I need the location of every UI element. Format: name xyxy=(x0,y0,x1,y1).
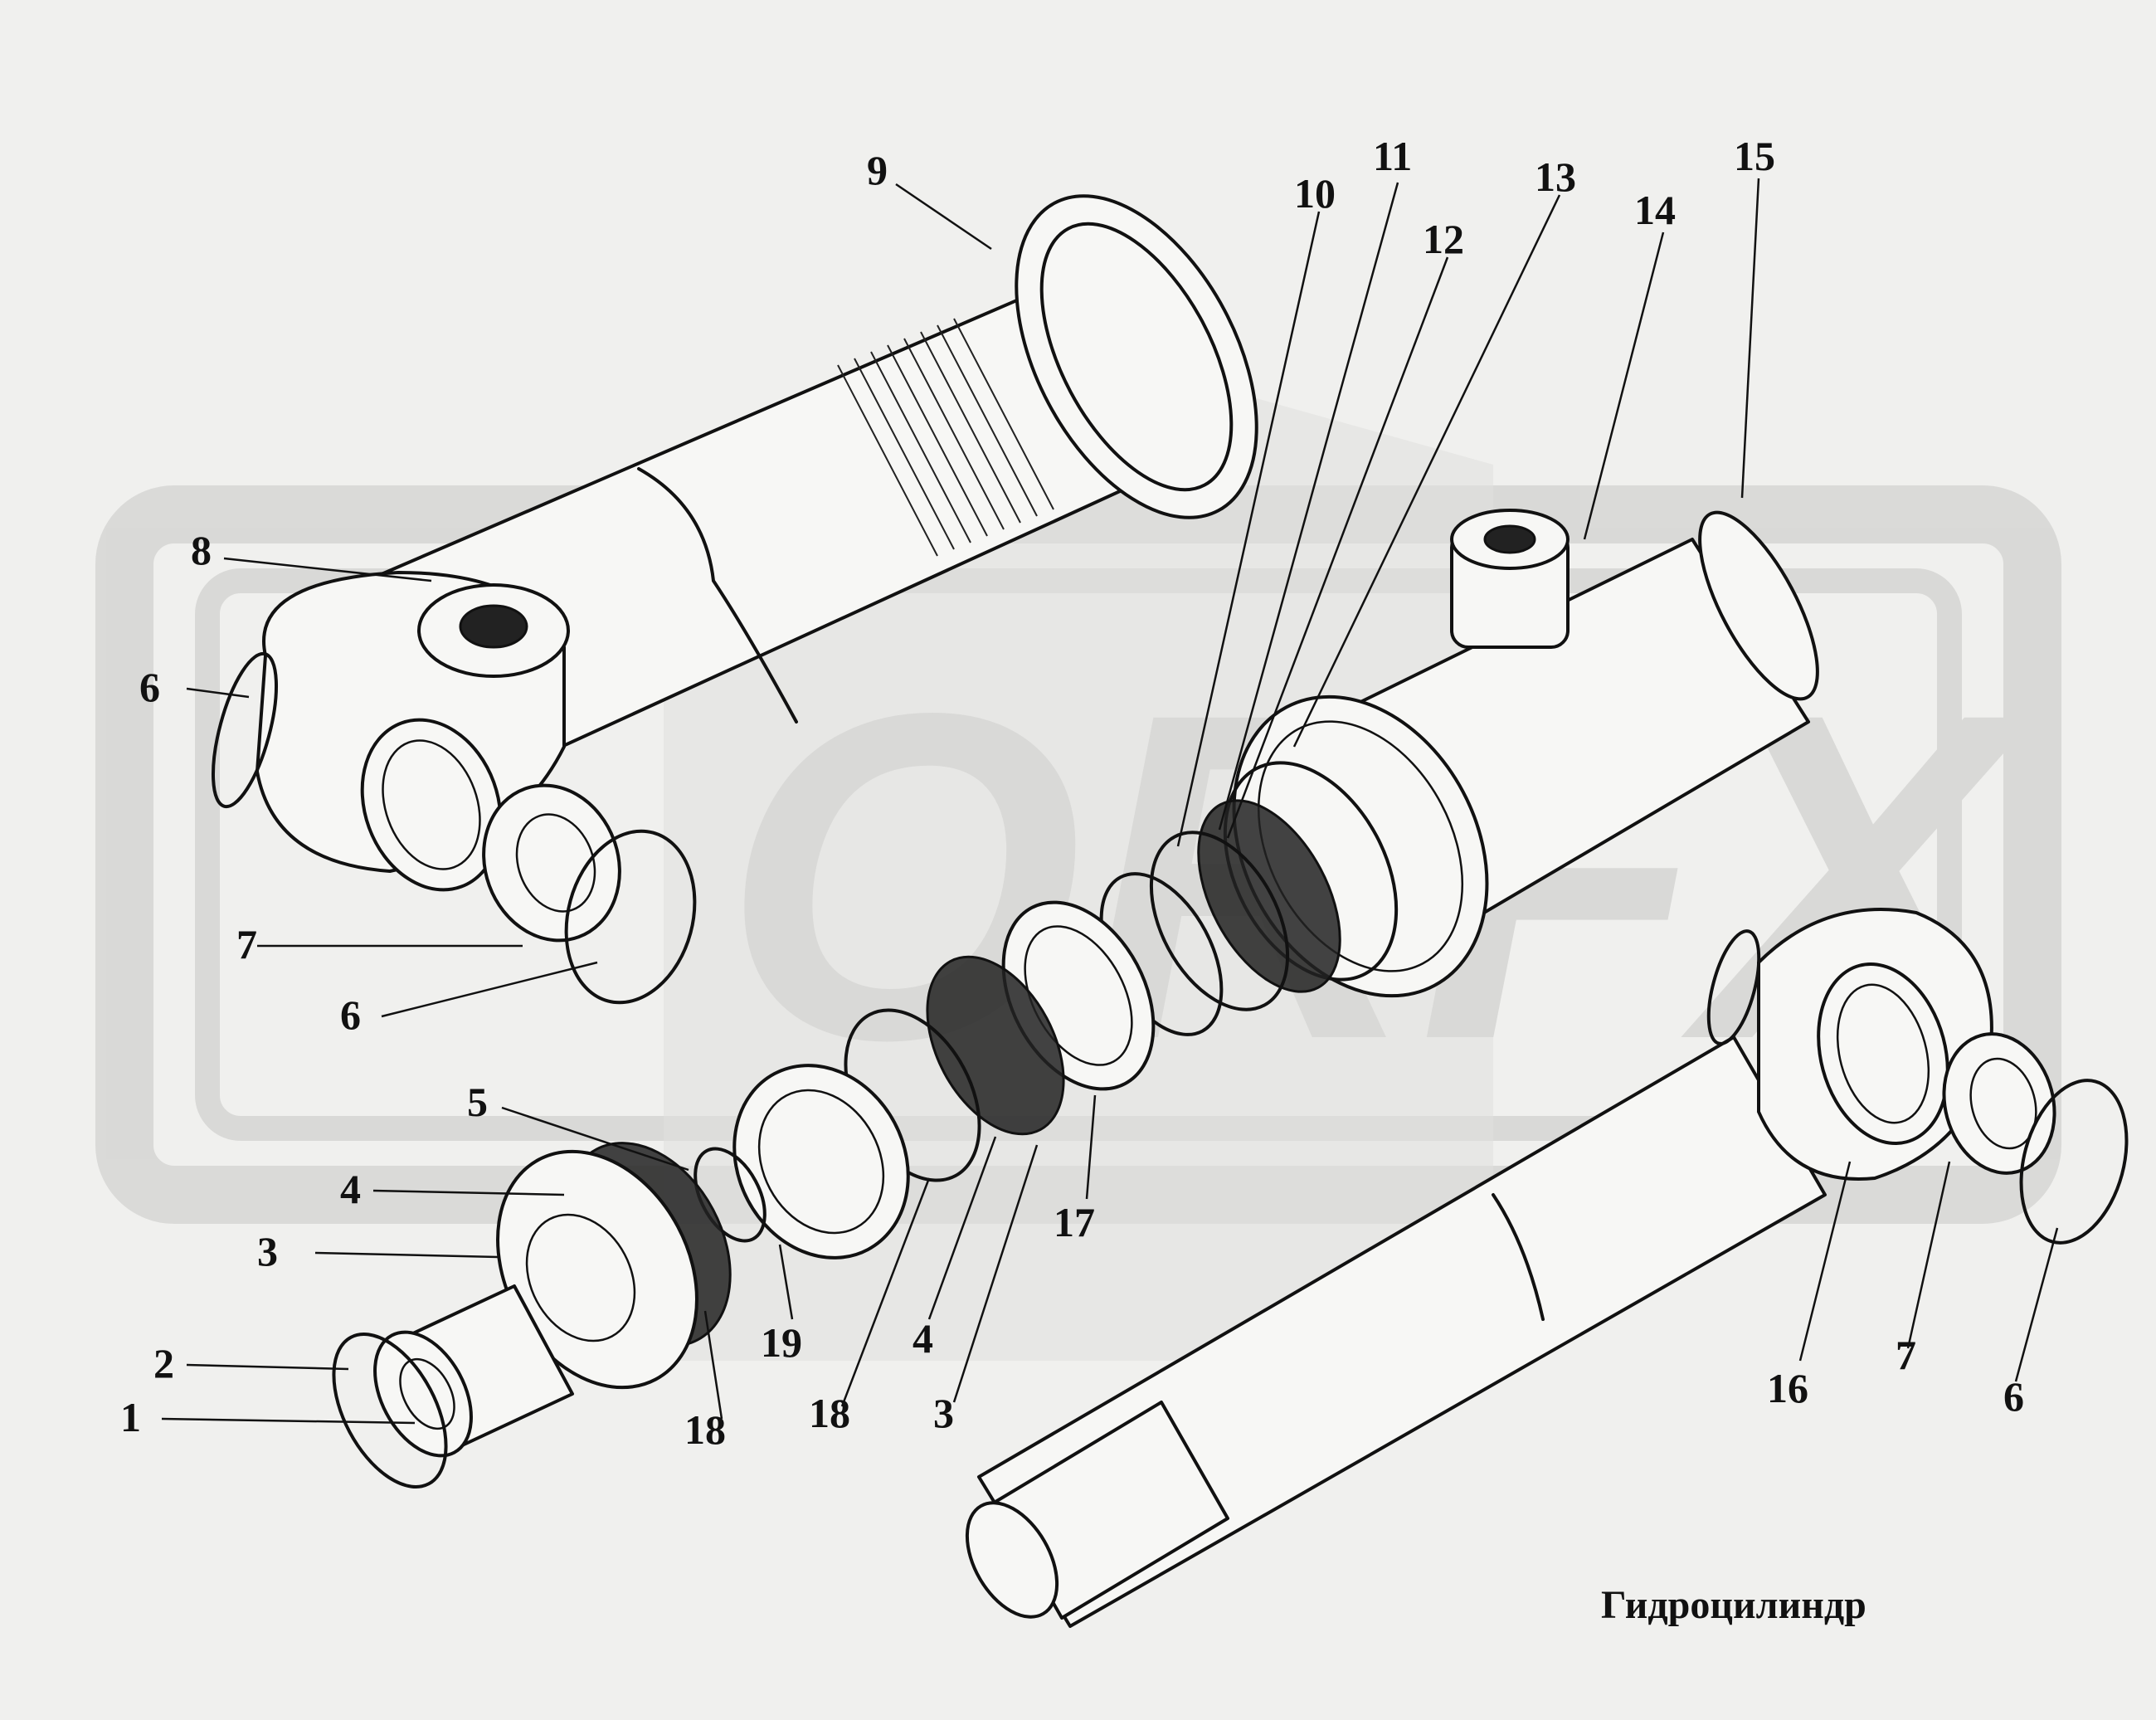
callout-4a: 4 xyxy=(340,1166,361,1212)
callout-16: 16 xyxy=(1767,1365,1808,1411)
seal-stack xyxy=(694,761,1399,1260)
callout-8: 8 xyxy=(191,527,212,573)
callout-6c: 6 xyxy=(2003,1373,2024,1420)
callout-5: 5 xyxy=(467,1079,488,1125)
callout-12: 12 xyxy=(1423,216,1464,262)
callout-14: 14 xyxy=(1634,187,1676,233)
callout-17: 17 xyxy=(1054,1199,1095,1245)
callout-19: 19 xyxy=(761,1319,802,1366)
callout-13: 13 xyxy=(1535,153,1576,200)
callout-1: 1 xyxy=(120,1394,141,1440)
gland-nut xyxy=(1015,194,1258,519)
piston-assembly xyxy=(332,1142,732,1489)
diagram-title: Гидроцилиндр xyxy=(1601,1583,1866,1627)
callout-4b: 4 xyxy=(913,1315,933,1362)
piston-rod xyxy=(965,908,2129,1628)
watermark-frame-outer xyxy=(95,485,2061,1224)
callout-3b: 3 xyxy=(933,1390,954,1436)
barrel-thread xyxy=(837,318,1054,557)
callout-15: 15 xyxy=(1734,133,1775,179)
callout-11: 11 xyxy=(1373,133,1412,179)
spherical-bearing-upper xyxy=(482,783,621,943)
callout-18a: 18 xyxy=(684,1406,726,1453)
callout-7a: 7 xyxy=(236,921,257,967)
callout-9: 9 xyxy=(867,147,888,193)
callout-3a: 3 xyxy=(257,1228,278,1274)
callout-2: 2 xyxy=(153,1340,174,1386)
cylinder-barrel xyxy=(256,232,1219,892)
callouts: 9 10 11 12 13 14 15 8 6 7 6 5 4 3 2 1 18… xyxy=(120,133,2024,1453)
watermark-frame-inner xyxy=(195,568,1962,1141)
leader-lines xyxy=(161,178,2059,1425)
callout-6b: 6 xyxy=(340,992,361,1038)
callout-18b: 18 xyxy=(809,1390,850,1436)
retaining-rings-upper xyxy=(211,651,697,1005)
callout-6a: 6 xyxy=(139,664,160,710)
callout-7b: 7 xyxy=(1896,1332,1916,1378)
callout-10: 10 xyxy=(1294,170,1336,217)
